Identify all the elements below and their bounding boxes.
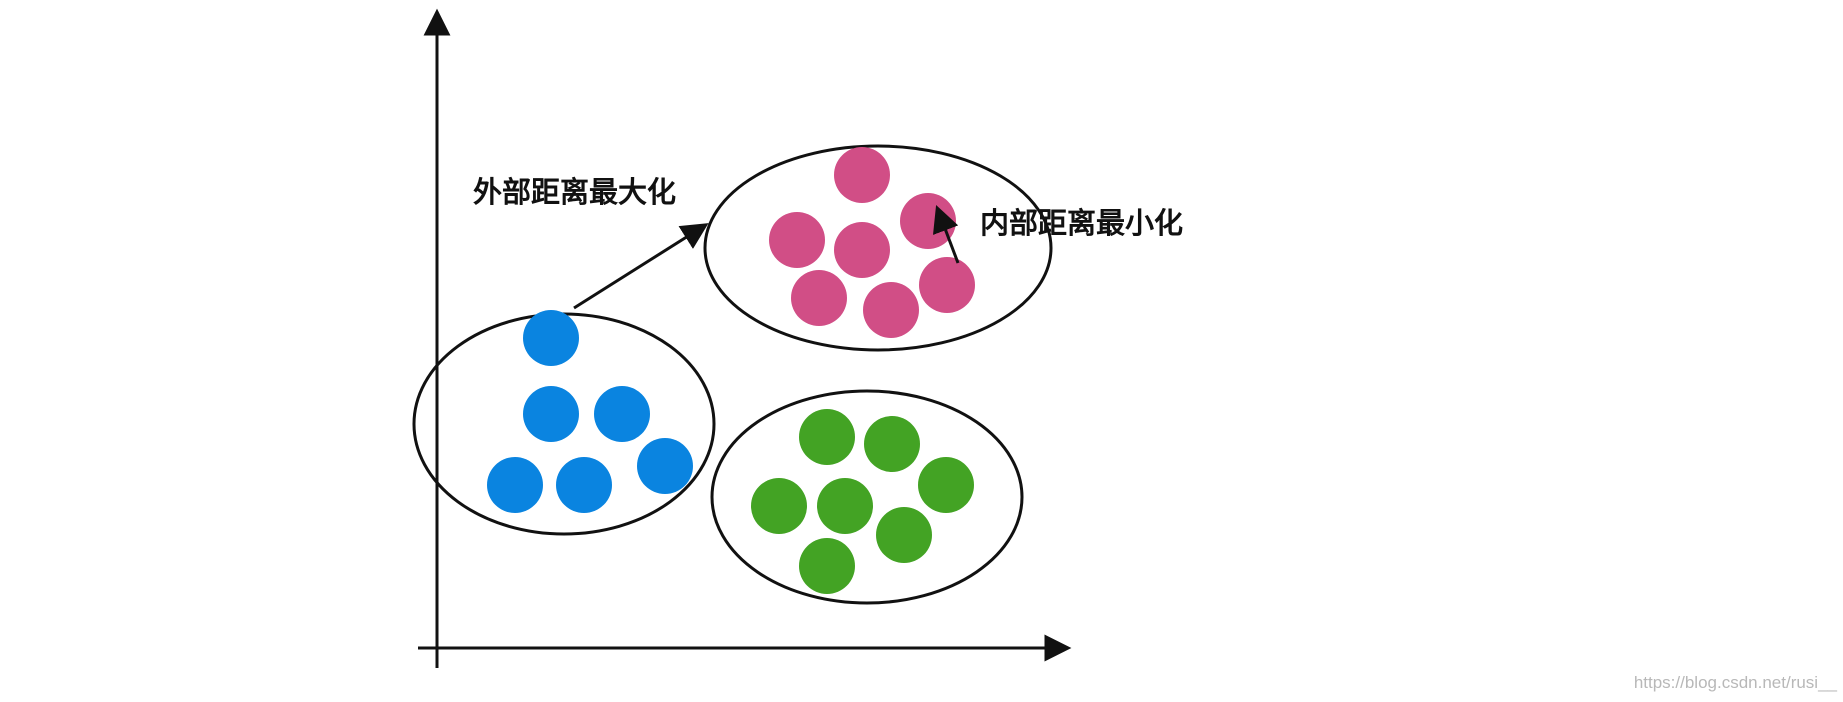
blue-point [487,457,543,513]
pink-point [834,222,890,278]
pink-cluster-points [769,147,975,338]
green-point [918,457,974,513]
pink-point [769,212,825,268]
pink-point [919,257,975,313]
outer-distance-label: 外部距离最大化 [473,175,676,209]
green-point [799,538,855,594]
blue-point [523,386,579,442]
green-point [864,416,920,472]
watermark: https://blog.csdn.net/rusi__ [1634,673,1838,692]
blue-point [637,438,693,494]
green-point [751,478,807,534]
blue-point [556,457,612,513]
green-cluster-outline [710,389,1024,605]
blue-point [523,310,579,366]
pink-point [863,282,919,338]
inner-distance-arrow [932,204,960,264]
blue-point [594,386,650,442]
pink-point [834,147,890,203]
pink-point [900,193,956,249]
axes [418,8,1072,668]
green-point [817,478,873,534]
inner-distance-label: 内部距离最小化 [980,206,1183,240]
green-point [876,507,932,563]
pink-point [791,270,847,326]
green-point [799,409,855,465]
blue-cluster-points [487,310,693,513]
outer-distance-arrow [573,223,709,310]
green-cluster-points [751,409,974,594]
